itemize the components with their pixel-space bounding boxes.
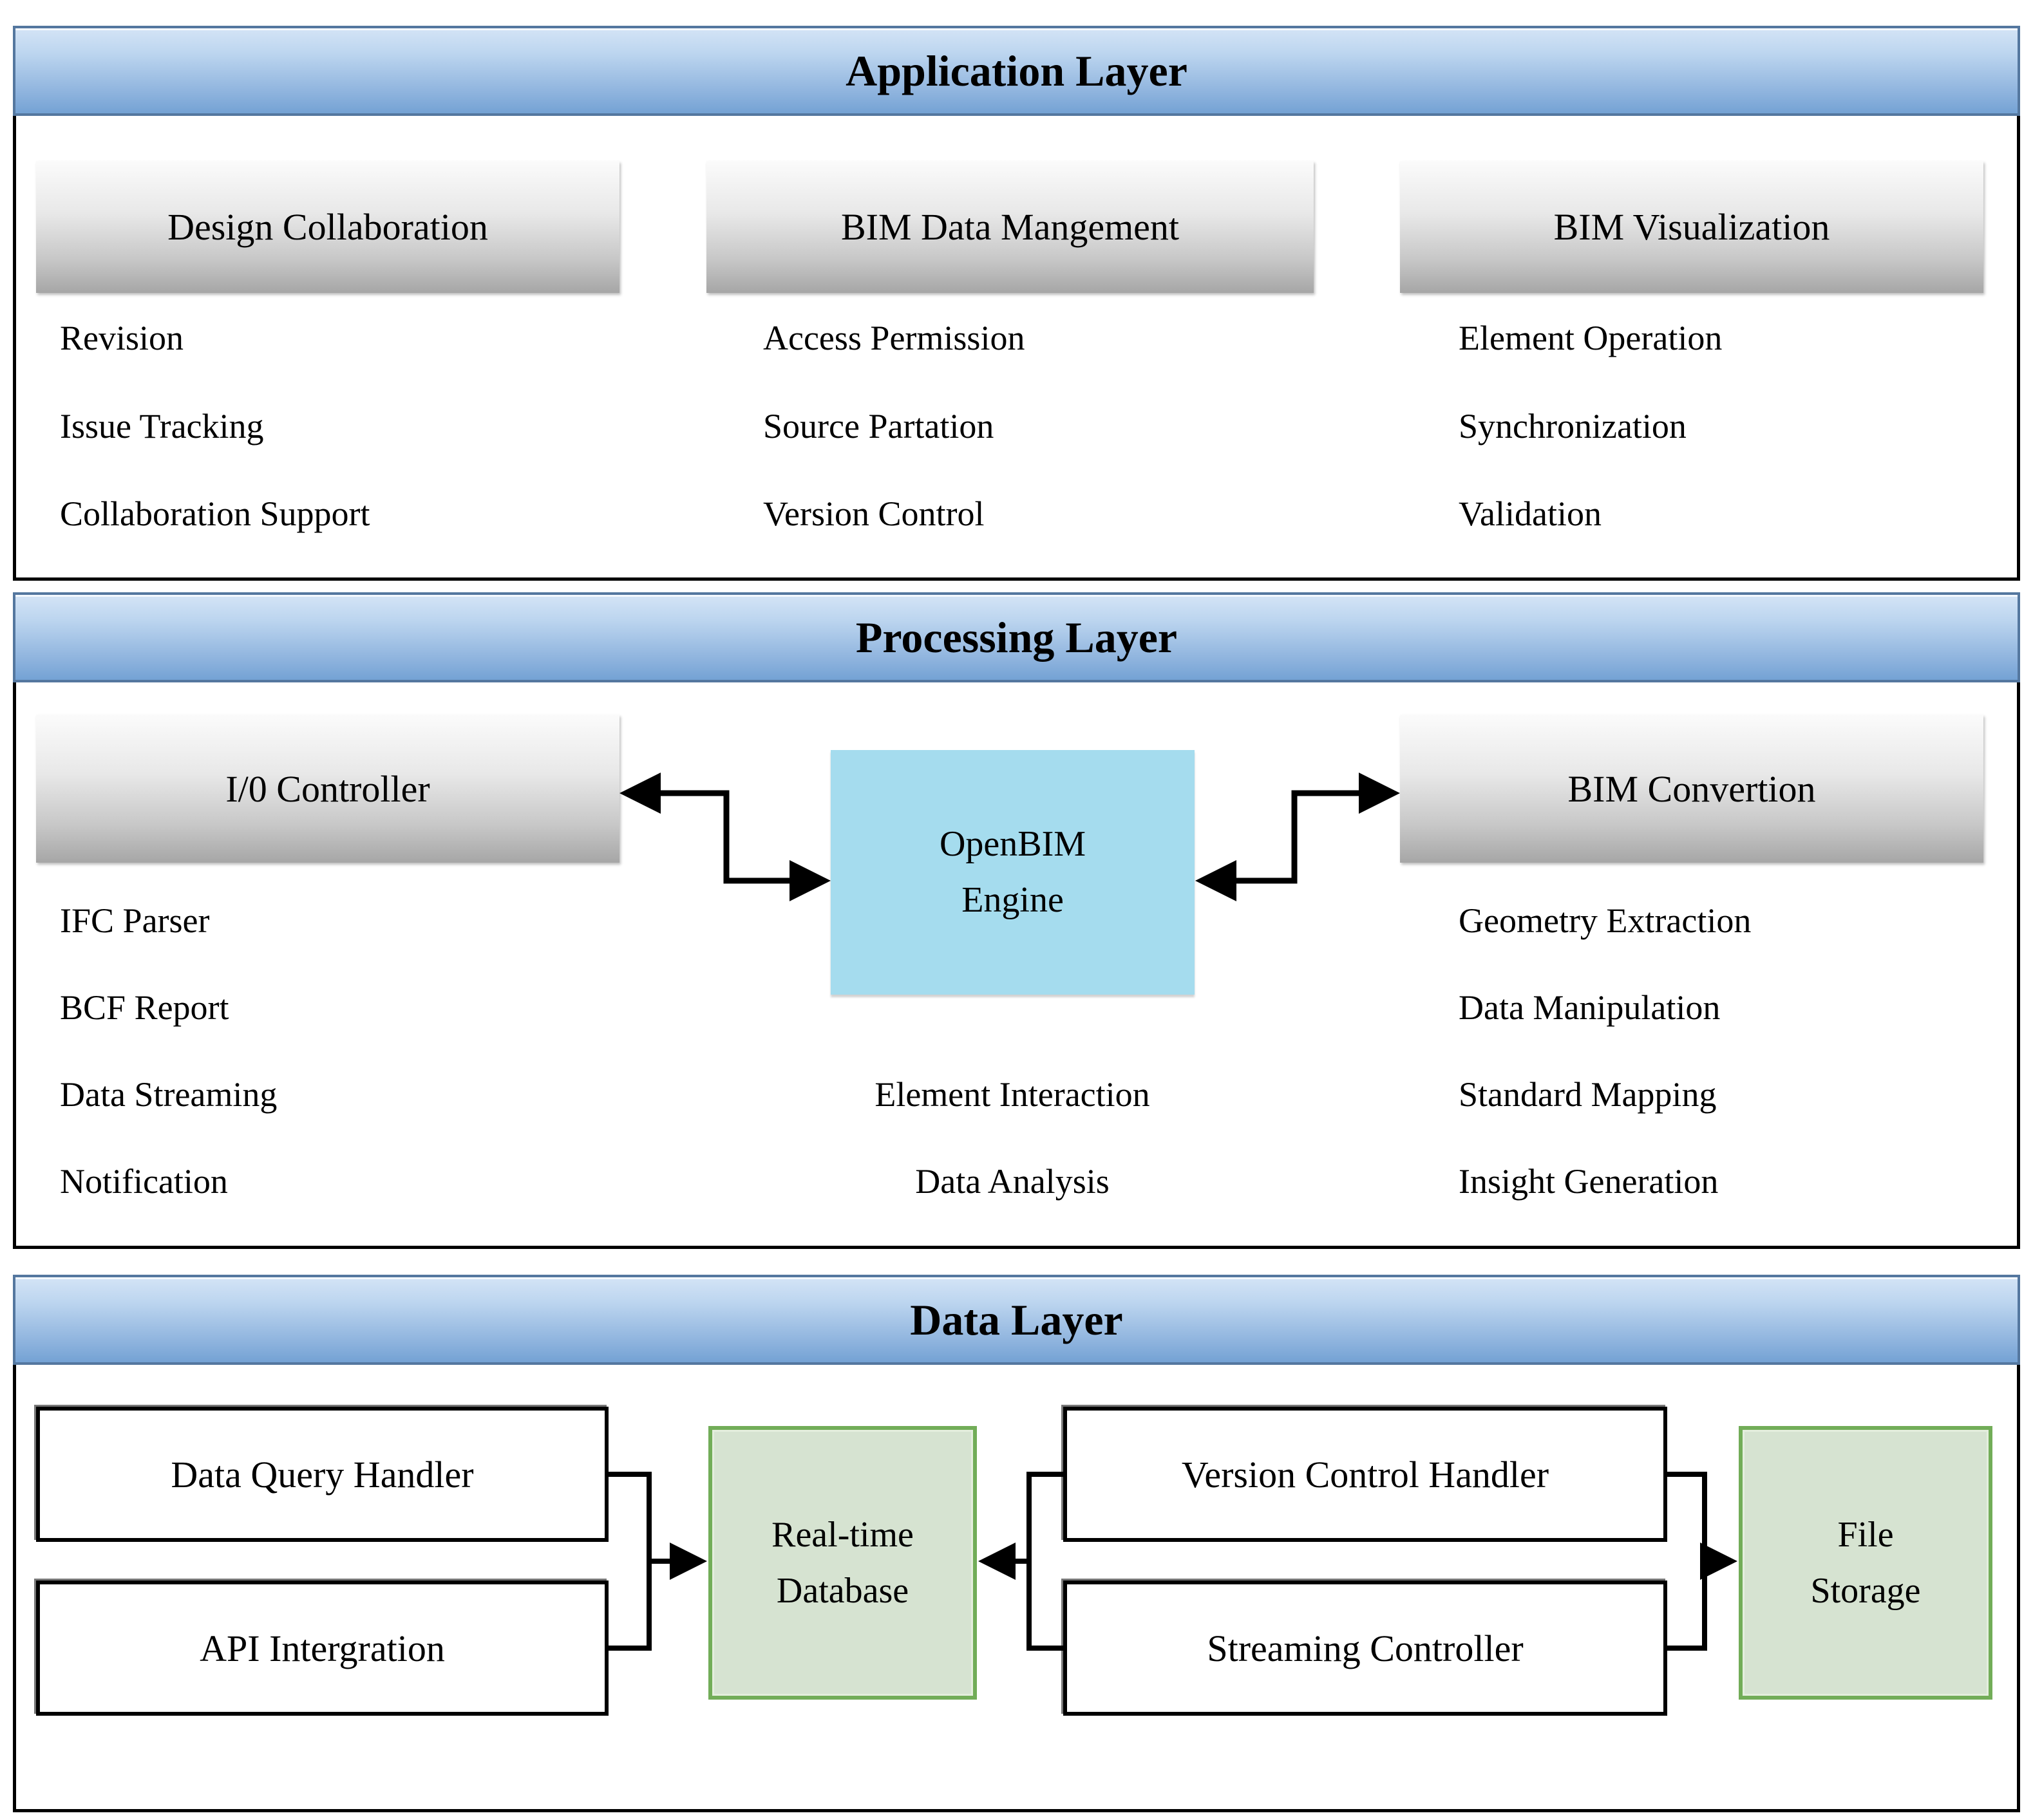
list-item: Element Operation (1459, 319, 1723, 357)
version-control-handler-box: Version Control Handler (1063, 1407, 1667, 1542)
bim-data-management-box: BIM Data Mangement (706, 161, 1314, 293)
list-item: BCF Report (60, 988, 229, 1027)
list-item: Data Analysis (915, 1162, 1110, 1201)
bim-convertion-box: BIM Convertion (1400, 715, 1983, 863)
list-item: Notification (60, 1162, 228, 1201)
design-collaboration-label: Design Collaboration (167, 206, 488, 248)
list-item: Validation (1459, 494, 1602, 533)
list-item: IFC Parser (60, 901, 210, 940)
list-item: Issue Tracking (60, 407, 264, 446)
application-layer-title: Application Layer (846, 46, 1187, 95)
streaming-controller-box: Streaming Controller (1063, 1581, 1667, 1716)
processing-layer-title: Processing Layer (855, 612, 1178, 662)
file-storage-label-line1: File (1837, 1514, 1894, 1555)
list-item: Collaboration Support (60, 494, 370, 533)
list-item: Revision (60, 319, 184, 357)
openbim-engine-label-line2: Engine (961, 880, 1064, 920)
io-controller-box: I/0 Controller (36, 715, 619, 863)
list-item: Access Permission (763, 319, 1025, 357)
list-item: Geometry Extraction (1459, 901, 1752, 940)
streaming-controller-label: Streaming Controller (1207, 1627, 1524, 1669)
bim-data-management-label: BIM Data Mangement (840, 206, 1180, 248)
data-layer-header: Data Layer (13, 1275, 2020, 1365)
file-storage-label-line2: Storage (1810, 1570, 1921, 1611)
api-intergration-box: API Intergration (36, 1581, 609, 1716)
version-control-handler-label: Version Control Handler (1181, 1453, 1549, 1496)
bim-visualization-label: BIM Visualization (1553, 206, 1830, 248)
data-query-handler-label: Data Query Handler (171, 1453, 474, 1496)
list-item: Data Streaming (60, 1075, 278, 1114)
data-layer-title: Data Layer (910, 1295, 1123, 1344)
openbim-engine-box: OpenBIM Engine (831, 750, 1195, 995)
realtime-database-label-line2: Database (776, 1570, 909, 1611)
io-controller-label: I/0 Controller (225, 767, 430, 810)
processing-layer-header: Processing Layer (13, 592, 2020, 682)
list-item: Element Interaction (875, 1075, 1150, 1114)
list-item: Version Control (763, 494, 985, 533)
list-item: Insight Generation (1459, 1162, 1719, 1201)
bim-convertion-label: BIM Convertion (1567, 767, 1816, 810)
file-storage-box: File Storage (1739, 1426, 1992, 1700)
realtime-database-box: Real-time Database (708, 1426, 977, 1700)
list-item: Standard Mapping (1459, 1075, 1717, 1114)
data-query-handler-box: Data Query Handler (36, 1407, 609, 1542)
list-item: Source Partation (763, 407, 994, 446)
openbim-engine-label-line1: OpenBIM (939, 824, 1086, 865)
api-intergration-label: API Intergration (200, 1627, 445, 1669)
realtime-database-label-line1: Real-time (771, 1514, 914, 1555)
bim-visualization-box: BIM Visualization (1400, 161, 1983, 293)
application-layer-header: Application Layer (13, 26, 2020, 116)
application-layer-section (13, 26, 2020, 581)
list-item: Synchronization (1459, 407, 1687, 446)
design-collaboration-box: Design Collaboration (36, 161, 619, 293)
list-item: Data Manipulation (1459, 988, 1721, 1027)
